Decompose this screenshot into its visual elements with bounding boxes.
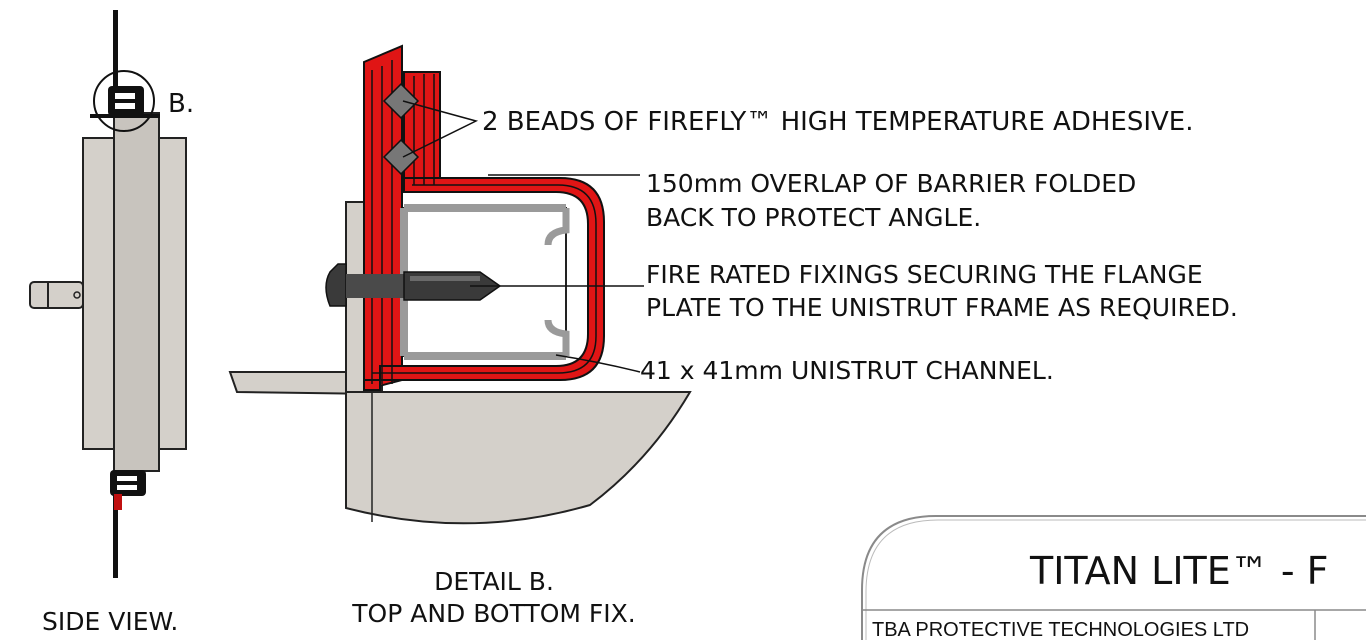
side-view-flange [113, 112, 160, 472]
channel-callout: 41 x 41mm UNISTRUT CHANNEL. [640, 356, 1054, 385]
title-block-title: TITAN LITE™ - F [1029, 549, 1329, 593]
title-block-company: TBA PROTECTIVE TECHNOLOGIES LTD [872, 619, 1249, 640]
detail-b-marker: B. [168, 89, 194, 119]
detail-caption-line1: DETAIL B. [434, 567, 554, 596]
side-view-stub [29, 281, 84, 309]
fire-rated-fixing [325, 263, 502, 307]
overlap-callout-line2: BACK TO PROTECT ANGLE. [646, 203, 981, 232]
detail-b: 2 BEADS OF FIREFLY™ HIGH TEMPERATURE ADH… [228, 44, 1238, 525]
adhesive-beads [382, 82, 420, 176]
title-block: TITAN LITE™ - F TBA PROTECTIVE TECHNOLOG… [861, 515, 1366, 640]
detail-caption-line2: TOP AND BOTTOM FIX. [351, 599, 635, 628]
fixings-callout-line1: FIRE RATED FIXINGS SECURING THE FLANGE [646, 260, 1203, 289]
detail-b-marker-circle [93, 70, 155, 132]
fixings-callout-line2: PLATE TO THE UNISTRUT FRAME AS REQUIRED. [646, 293, 1238, 322]
adhesive-callout: 2 BEADS OF FIREFLY™ HIGH TEMPERATURE ADH… [482, 107, 1194, 137]
side-view: B. [29, 10, 194, 578]
structural-section [345, 391, 692, 525]
overlap-callout-line1: 150mm OVERLAP OF BARRIER FOLDED [646, 169, 1136, 198]
side-view-bottom-fix [110, 470, 146, 510]
leader-lines [402, 100, 644, 373]
side-view-caption: SIDE VIEW. [42, 607, 178, 636]
side-view-top-fix [90, 86, 160, 118]
